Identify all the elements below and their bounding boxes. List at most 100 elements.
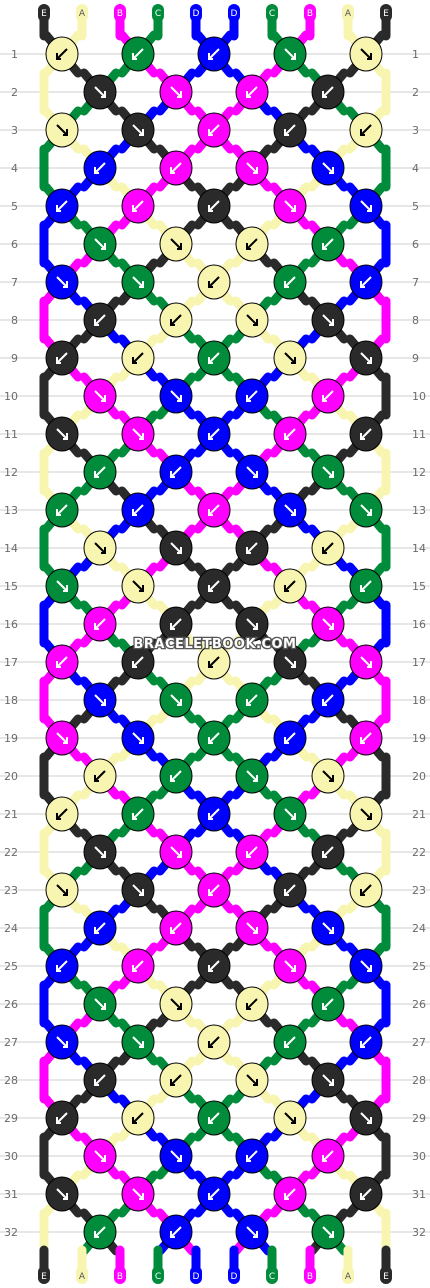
arrow-down-left-icon: [322, 238, 334, 250]
strand-cap-top: [304, 4, 316, 22]
row-number-right: 31: [412, 1188, 426, 1201]
arrow-down-right-icon: [170, 86, 182, 98]
row-number-right: 11: [412, 428, 426, 441]
strand-label-top: A: [79, 9, 86, 19]
row-number-right: 16: [412, 618, 426, 631]
arrow-down-left-icon: [360, 732, 372, 744]
arrow-down-right-icon: [284, 48, 296, 60]
strand-label-top: C: [155, 9, 161, 19]
row-number-right: 30: [412, 1150, 426, 1163]
arrow-down-right-icon: [246, 618, 258, 630]
row-number-right: 24: [412, 922, 426, 935]
arrow-down-left-icon: [246, 1150, 258, 1162]
arrow-down-left-icon: [56, 352, 68, 364]
row-number-right: 27: [412, 1036, 426, 1049]
row-number-left: 20: [4, 770, 18, 783]
arrow-down-right-icon: [56, 124, 68, 136]
arrow-down-right-icon: [94, 238, 106, 250]
arrow-down-left-icon: [132, 48, 144, 60]
arrow-down-right-icon: [170, 390, 182, 402]
arrow-down-right-icon: [360, 504, 372, 516]
row-number-left: 31: [4, 1188, 18, 1201]
strand-cap-top: [38, 4, 50, 22]
row-number-left: 7: [11, 276, 18, 289]
arrow-down-right-icon: [132, 124, 144, 136]
arrow-down-left-icon: [360, 1188, 372, 1200]
arrow-down-right-icon: [56, 428, 68, 440]
arrow-down-right-icon: [322, 922, 334, 934]
arrow-down-left-icon: [132, 656, 144, 668]
strand-cap-bottom: [190, 1266, 202, 1284]
arrow-down-left-icon: [94, 314, 106, 326]
arrow-down-right-icon: [170, 846, 182, 858]
arrow-down-right-icon: [56, 276, 68, 288]
arrow-down-right-icon: [246, 162, 258, 174]
strand-label-bottom: B: [307, 1272, 313, 1282]
strand-label-bottom: E: [41, 1272, 47, 1282]
arrow-down-left-icon: [246, 390, 258, 402]
arrow-down-right-icon: [360, 656, 372, 668]
arrow-down-left-icon: [94, 770, 106, 782]
row-number-left: 11: [4, 428, 18, 441]
row-number-left: 24: [4, 922, 18, 935]
strand-cap-bottom: [152, 1266, 164, 1284]
arrow-down-right-icon: [94, 846, 106, 858]
arrow-down-left-icon: [360, 428, 372, 440]
arrow-down-left-icon: [208, 732, 220, 744]
arrow-down-right-icon: [322, 1074, 334, 1086]
arrow-down-right-icon: [170, 998, 182, 1010]
strand-cap-bottom: [38, 1266, 50, 1284]
arrow-down-right-icon: [132, 1036, 144, 1048]
strand-label-bottom: D: [231, 1272, 238, 1282]
arrow-down-right-icon: [360, 352, 372, 364]
strand-label-bottom: E: [383, 1272, 389, 1282]
row-number-left: 27: [4, 1036, 18, 1049]
arrow-down-right-icon: [322, 314, 334, 326]
arrow-down-left-icon: [322, 86, 334, 98]
row-number-left: 23: [4, 884, 18, 897]
strand-cap-bottom: [304, 1266, 316, 1284]
strand-cap-bottom: [114, 1266, 126, 1284]
arrow-down-left-icon: [322, 846, 334, 858]
strand-label-top: C: [269, 9, 275, 19]
arrow-down-left-icon: [208, 276, 220, 288]
strand-cap-top: [76, 4, 88, 22]
row-number-right: 1: [412, 48, 419, 61]
arrow-down-left-icon: [208, 884, 220, 896]
arrow-down-right-icon: [284, 352, 296, 364]
arrow-down-left-icon: [208, 960, 220, 972]
strand-cap-bottom: [342, 1266, 354, 1284]
row-number-left: 28: [4, 1074, 18, 1087]
arrow-down-right-icon: [284, 1112, 296, 1124]
row-number-left: 17: [4, 656, 18, 669]
arrow-down-left-icon: [360, 884, 372, 896]
row-number-right: 29: [412, 1112, 426, 1125]
strand-cap-top: [266, 4, 278, 22]
arrow-down-left-icon: [360, 580, 372, 592]
arrow-down-right-icon: [132, 1188, 144, 1200]
strand-cap-top: [380, 4, 392, 22]
arrow-down-right-icon: [322, 162, 334, 174]
row-number-left: 8: [11, 314, 18, 327]
arrow-down-right-icon: [246, 466, 258, 478]
arrow-down-left-icon: [208, 504, 220, 516]
knot-grid: [45, 36, 383, 1250]
arrow-down-right-icon: [56, 884, 68, 896]
arrow-down-left-icon: [170, 770, 182, 782]
arrow-down-right-icon: [170, 694, 182, 706]
row-number-left: 32: [4, 1226, 18, 1239]
row-number-right: 10: [412, 390, 426, 403]
arrow-down-left-icon: [246, 542, 258, 554]
arrow-down-right-icon: [56, 580, 68, 592]
arrow-down-right-icon: [246, 314, 258, 326]
arrow-down-left-icon: [246, 86, 258, 98]
arrow-down-left-icon: [360, 124, 372, 136]
strand-cap-top: [342, 4, 354, 22]
arrow-down-right-icon: [94, 694, 106, 706]
arrow-down-left-icon: [208, 200, 220, 212]
arrow-down-right-icon: [94, 998, 106, 1010]
row-number-right: 18: [412, 694, 426, 707]
arrow-down-right-icon: [170, 542, 182, 554]
row-number-left: 9: [11, 352, 18, 365]
